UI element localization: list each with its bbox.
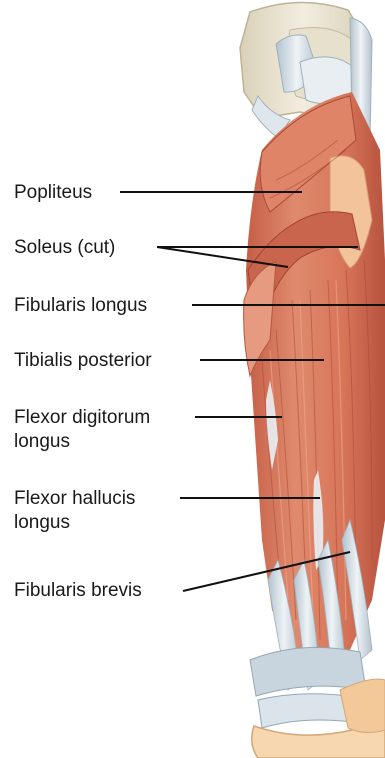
label-tibialis-posterior-text: Tibialis posterior: [14, 350, 152, 371]
label-popliteus: Popliteus: [14, 181, 92, 205]
label-fibularis-brevis-text: Fibularis brevis: [14, 580, 142, 601]
label-soleus-text: Soleus (cut): [14, 237, 115, 258]
label-flexor-hallucis-longus: Flexor hallucis longus: [14, 487, 135, 535]
label-fibularis-brevis: Fibularis brevis: [14, 579, 142, 603]
label-flexor-hallucis-line1: Flexor hallucis: [14, 487, 135, 511]
label-fibularis-longus: Fibularis longus: [14, 294, 147, 318]
label-flexor-digitorum-longus: Flexor digitorum longus: [14, 406, 150, 454]
muscle-mass: [244, 92, 385, 660]
label-flexor-hallucis-line2: longus: [14, 511, 135, 535]
label-soleus: Soleus (cut): [14, 236, 115, 260]
label-tibialis-posterior: Tibialis posterior: [14, 349, 152, 373]
label-flexor-digitorum-line2: longus: [14, 430, 150, 454]
label-popliteus-text: Popliteus: [14, 182, 92, 203]
label-fibularis-longus-text: Fibularis longus: [14, 295, 147, 316]
label-flexor-digitorum-line1: Flexor digitorum: [14, 406, 150, 430]
